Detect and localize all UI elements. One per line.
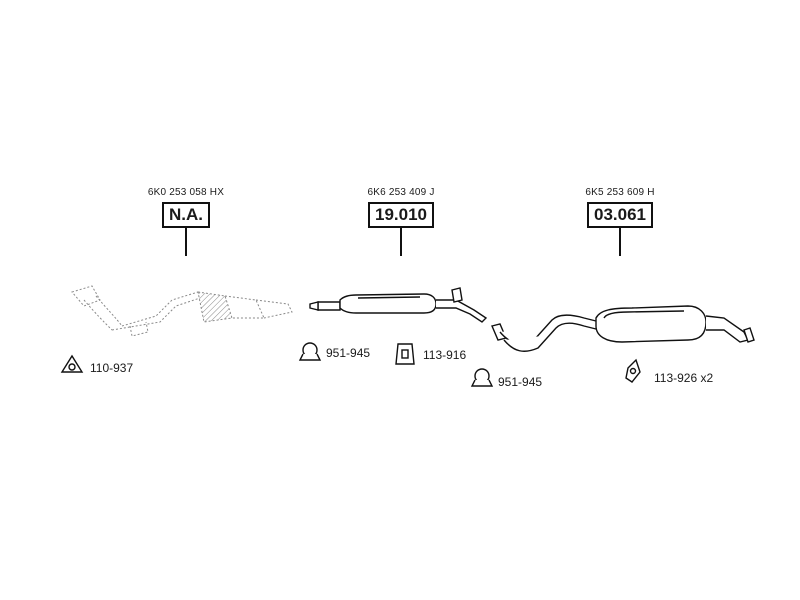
accessory-label-gasket[interactable]: 110-937 <box>90 361 134 375</box>
leader-line-front-pipe <box>185 228 187 256</box>
middle-silencer-drawing <box>309 287 488 323</box>
rubber-mount-icon <box>625 358 641 383</box>
ref-box-rear-silencer[interactable]: 03.061 <box>587 202 653 228</box>
oe-number-rear-silencer: 6K5 253 609 H <box>585 187 655 198</box>
rear-silencer-drawing <box>491 305 755 352</box>
ref-box-middle-silencer[interactable]: 19.010 <box>368 202 434 228</box>
triangle-gasket-icon <box>60 354 84 373</box>
leader-line-middle-silencer <box>400 228 402 256</box>
accessory-label-hanger-2[interactable]: 113-926 x2 <box>654 371 714 385</box>
accessory-label-hanger-1[interactable]: 113-916 <box>423 348 467 362</box>
accessory-label-clamp-2[interactable]: 951-945 <box>498 375 543 389</box>
front-pipe-drawing <box>71 285 293 337</box>
oe-number-front-pipe: 6K0 253 058 HX <box>147 187 225 198</box>
oe-number-middle-silencer: 6K6 253 409 J <box>367 187 435 198</box>
pipe-clamp-icon-2 <box>470 368 494 387</box>
rubber-hanger-icon <box>395 343 415 365</box>
accessory-label-clamp-1[interactable]: 951-945 <box>326 346 371 360</box>
leader-line-rear-silencer <box>619 228 621 256</box>
pipe-clamp-icon <box>298 342 322 361</box>
ref-box-front-pipe[interactable]: N.A. <box>162 202 210 228</box>
